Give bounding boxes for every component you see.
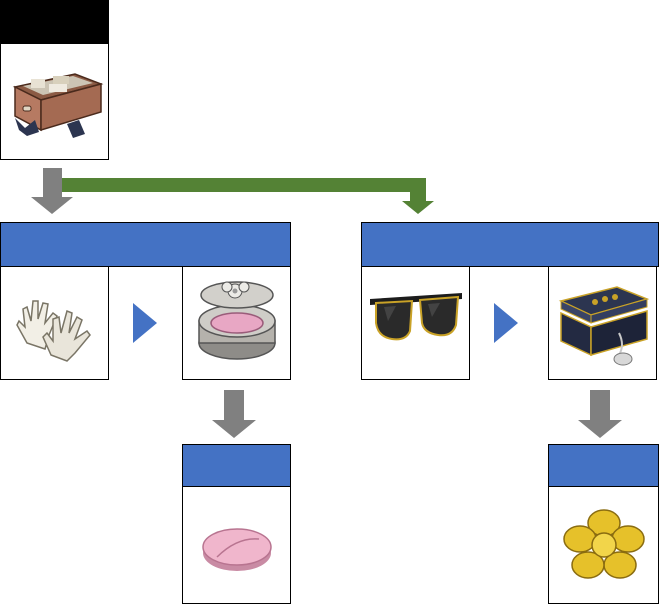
- left-item-2: [182, 266, 291, 380]
- left-group-header: [0, 222, 291, 267]
- step-arrow-right: [494, 303, 518, 343]
- step-arrow-left: [133, 303, 157, 343]
- gray-arrow-left-result: [212, 390, 256, 438]
- green-arrow-root-right: [62, 178, 434, 214]
- left-result-header: [182, 444, 291, 487]
- gold-flower-icon: [563, 509, 645, 579]
- root-header: [0, 0, 109, 44]
- right-result-node: [548, 486, 659, 604]
- left-result-node: [182, 486, 291, 604]
- gloves-icon: [16, 300, 91, 362]
- gray-arrow-right-result: [578, 390, 622, 438]
- powder-puff-icon: [202, 528, 272, 571]
- sunglasses-icon: [370, 293, 462, 341]
- drawer-icon: [12, 73, 104, 138]
- root-node: [0, 43, 109, 160]
- left-item-1: [0, 266, 109, 380]
- right-item-2: [548, 266, 657, 380]
- gray-arrow-root-left: [31, 168, 73, 214]
- jewelry-chest-icon: [558, 286, 650, 366]
- right-group-header: [361, 222, 659, 267]
- compact-case-icon: [198, 281, 276, 360]
- right-result-header: [548, 444, 659, 487]
- right-item-1: [361, 266, 470, 380]
